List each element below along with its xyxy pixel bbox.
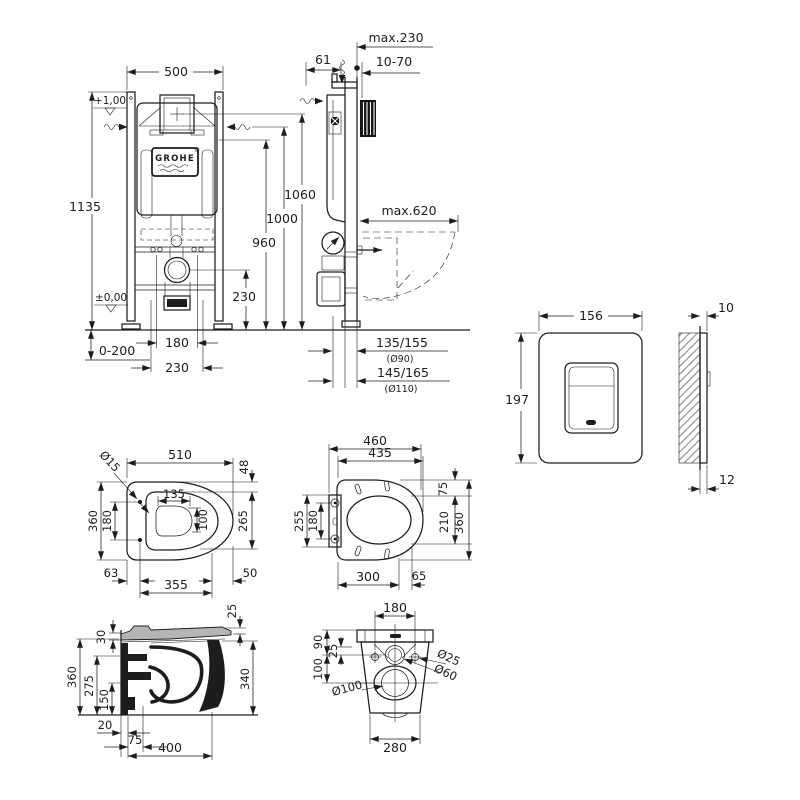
bowl-back-view: 180 90 100 25 Ø25 Ø60 Ø100 280 xyxy=(311,600,462,755)
grohe-logo-text: GROHE xyxy=(155,154,195,164)
dim-opening-offset: 300 xyxy=(356,569,380,584)
dim-rim-gap-seat: 75 xyxy=(436,482,450,497)
dim-plate-depth-bottom: 12 xyxy=(719,472,735,487)
dim-opening-width: 135 xyxy=(163,487,185,501)
dim-outlet-height: 230 xyxy=(232,289,256,304)
dim-drain-dia-b: (Ø110) xyxy=(384,384,417,395)
dim-bowl-depth: max.620 xyxy=(381,203,436,218)
bowl-section-view: 30 25 360 275 150 340 20 75 400 xyxy=(65,604,258,760)
dim-height-1000: 1000 xyxy=(266,211,298,226)
dim-inlet-height: 150 xyxy=(97,689,111,711)
dim-opening-length: 210 xyxy=(437,511,451,533)
dim-plate-width: 156 xyxy=(579,308,603,323)
dim-drain-dia: Ø100 xyxy=(330,677,364,699)
dim-top-gap: 90 xyxy=(311,635,325,650)
dim-outlet-offset: 230 xyxy=(165,360,189,375)
seat-lid-section xyxy=(120,625,232,641)
fixing-hole-top xyxy=(137,499,143,505)
dim-plate-height: 197 xyxy=(505,392,529,407)
fixing-hole-bottom xyxy=(137,537,143,543)
dim-rim-gap: 48 xyxy=(237,460,251,475)
frame-side-view: 61 max.230 10-70 max.620 135/155 (Ø90) 1… xyxy=(299,30,459,395)
dim-drain-dia-a: (Ø90) xyxy=(387,354,414,365)
dim-front-gap: 50 xyxy=(243,566,258,580)
water-supply-arrow-right xyxy=(226,123,251,131)
dim-top-offset: 61 xyxy=(315,52,331,67)
dim-bowl-width: 360 xyxy=(86,510,100,532)
dim-bolt-spacing: 180 xyxy=(165,335,189,350)
dim-fixing-offset: 75 xyxy=(128,733,143,747)
water-supply-arrow-left xyxy=(103,123,128,131)
dim-rim-length: 265 xyxy=(236,510,250,532)
dim-wall-clearance: max.230 xyxy=(368,30,423,45)
dim-back-width: 280 xyxy=(383,740,407,755)
dim-front-offset: 65 xyxy=(412,569,427,583)
wall-hatch xyxy=(678,332,701,464)
dim-wall-gap: 20 xyxy=(98,718,113,732)
dim-height-960: 960 xyxy=(252,235,276,250)
bowl-top-view: Ø15 510 48 265 360 180 135 100 63 50 355 xyxy=(86,447,258,598)
dim-plate-depth-top: 10 xyxy=(718,300,734,315)
dim-hole-dia: Ø15 xyxy=(97,448,123,475)
seat-top-view: 460 435 255 180 75 210 360 300 65 xyxy=(292,433,472,590)
flush-plate-side-view: 10 12 xyxy=(678,300,735,494)
seat-hinge-bracket xyxy=(328,494,342,548)
dim-frame-height: 1135 xyxy=(69,199,101,214)
dim-bracket-range: 10-70 xyxy=(376,54,412,69)
dim-opening-depth: 100 xyxy=(196,509,210,531)
level-top-label: +1,00 xyxy=(94,95,126,107)
dim-inlet-gap: 100 xyxy=(311,658,325,680)
dim-hole-spacing: 180 xyxy=(100,510,114,532)
flush-plate-front-view: 156 197 xyxy=(505,308,643,464)
dim-bolt-gap: 25 xyxy=(326,644,340,659)
dim-hinge-spacing: 180 xyxy=(306,510,320,532)
dim-frame-width: 500 xyxy=(164,64,188,79)
dim-height-1060: 1060 xyxy=(284,187,316,202)
dim-lid-length: 435 xyxy=(368,445,392,460)
dim-hole-to-front: 355 xyxy=(164,577,188,592)
flush-button-outer xyxy=(564,362,619,434)
dim-back-bolt-spacing: 180 xyxy=(383,600,407,615)
dim-seat-length: 460 xyxy=(363,433,387,448)
dim-hinge-width: 255 xyxy=(292,510,306,532)
dim-drain-offset-b: 145/165 xyxy=(377,365,429,380)
dim-seat-rise: 25 xyxy=(225,604,239,619)
dim-section-depth: 400 xyxy=(158,740,182,755)
dim-lid-thickness: 30 xyxy=(94,630,108,645)
frame-front-view: GROHE +1,00 ±0,00 500 1135 0-200 xyxy=(69,64,470,375)
flush-button-notch xyxy=(586,420,596,425)
bowl-shell-section xyxy=(199,640,225,712)
water-supply-arrow-side xyxy=(299,97,324,105)
dim-front-height: 340 xyxy=(238,668,252,690)
dim-drain-offset-a: 135/155 xyxy=(376,335,428,350)
dim-floor-adjust: 0-200 xyxy=(99,343,135,358)
dim-rear-offset: 63 xyxy=(104,566,119,580)
level-floor-label: ±0,00 xyxy=(95,292,127,304)
dim-seat-width: 360 xyxy=(452,512,466,534)
dim-rim-height: 275 xyxy=(82,675,96,697)
dim-section-height: 360 xyxy=(65,666,79,688)
dim-bowl-length: 510 xyxy=(168,447,192,462)
grohe-logo: GROHE xyxy=(151,147,200,177)
